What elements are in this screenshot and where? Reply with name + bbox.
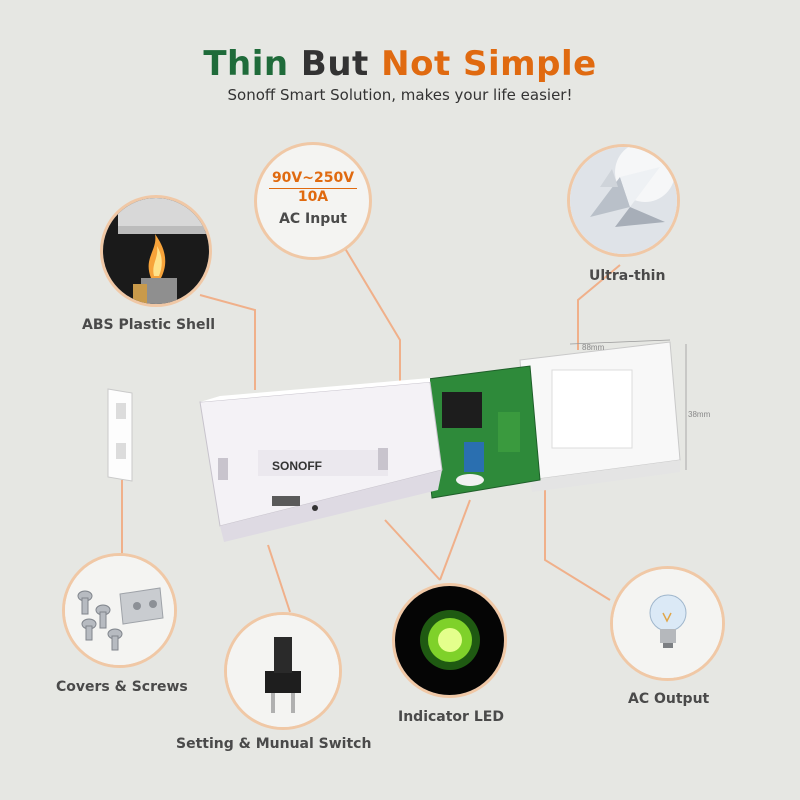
covers-screws-photo: [62, 553, 177, 668]
ac-input-circle: [254, 142, 372, 260]
device-exploded-view: SONOFF: [199, 339, 687, 542]
headline-but: But: [300, 44, 369, 84]
abs-shell-photo: [100, 195, 212, 307]
line-led2: [439, 499, 471, 581]
label-ac-output: AC Output: [628, 691, 710, 707]
ac-current: 10A: [297, 189, 329, 205]
ac-input-label: AC Input: [279, 211, 347, 227]
ultra-thin-photo: [567, 144, 680, 257]
brand-logo: SONOFF: [272, 459, 322, 473]
line-acinput: [339, 239, 401, 390]
headline-not-simple: Not Simple: [381, 44, 597, 84]
led-photo: [392, 583, 507, 698]
ac-voltage: 90V~250V: [271, 170, 355, 186]
ac-divider: [269, 188, 357, 189]
line-led: [384, 519, 441, 581]
ac-output-photo: [610, 566, 725, 681]
label-abs-shell: ABS Plastic Shell: [82, 317, 216, 333]
label-ultra-thin: Ultra-thin: [589, 268, 666, 284]
cover-strip: [107, 388, 133, 482]
led-icon: [395, 586, 504, 695]
headline-thin: Thin: [203, 44, 289, 84]
lighter-flame-icon: [103, 198, 209, 304]
paper-crane-icon: [570, 147, 677, 254]
dimension-height: 38mm: [688, 410, 711, 419]
line-acout: [544, 490, 611, 601]
line-ultrathin: [577, 264, 621, 350]
ac-input-spec: 90V~250V 10A AC Input: [258, 170, 368, 227]
line-abs: [199, 294, 256, 390]
switch-photo: [224, 612, 342, 730]
label-covers-screws: Covers & Screws: [56, 679, 188, 695]
light-bulb-icon: [613, 569, 722, 678]
screws-icon: [65, 556, 174, 665]
line-switch: [267, 544, 291, 613]
headline: Thin But Not Simple: [0, 44, 800, 84]
subtitle: Sonoff Smart Solution, makes your life e…: [227, 86, 573, 104]
label-indicator-led: Indicator LED: [398, 709, 504, 725]
label-switch: Setting & Munual Switch: [176, 736, 372, 752]
tactile-switch-icon: [227, 615, 339, 727]
dimension-width: 88mm: [582, 343, 605, 352]
